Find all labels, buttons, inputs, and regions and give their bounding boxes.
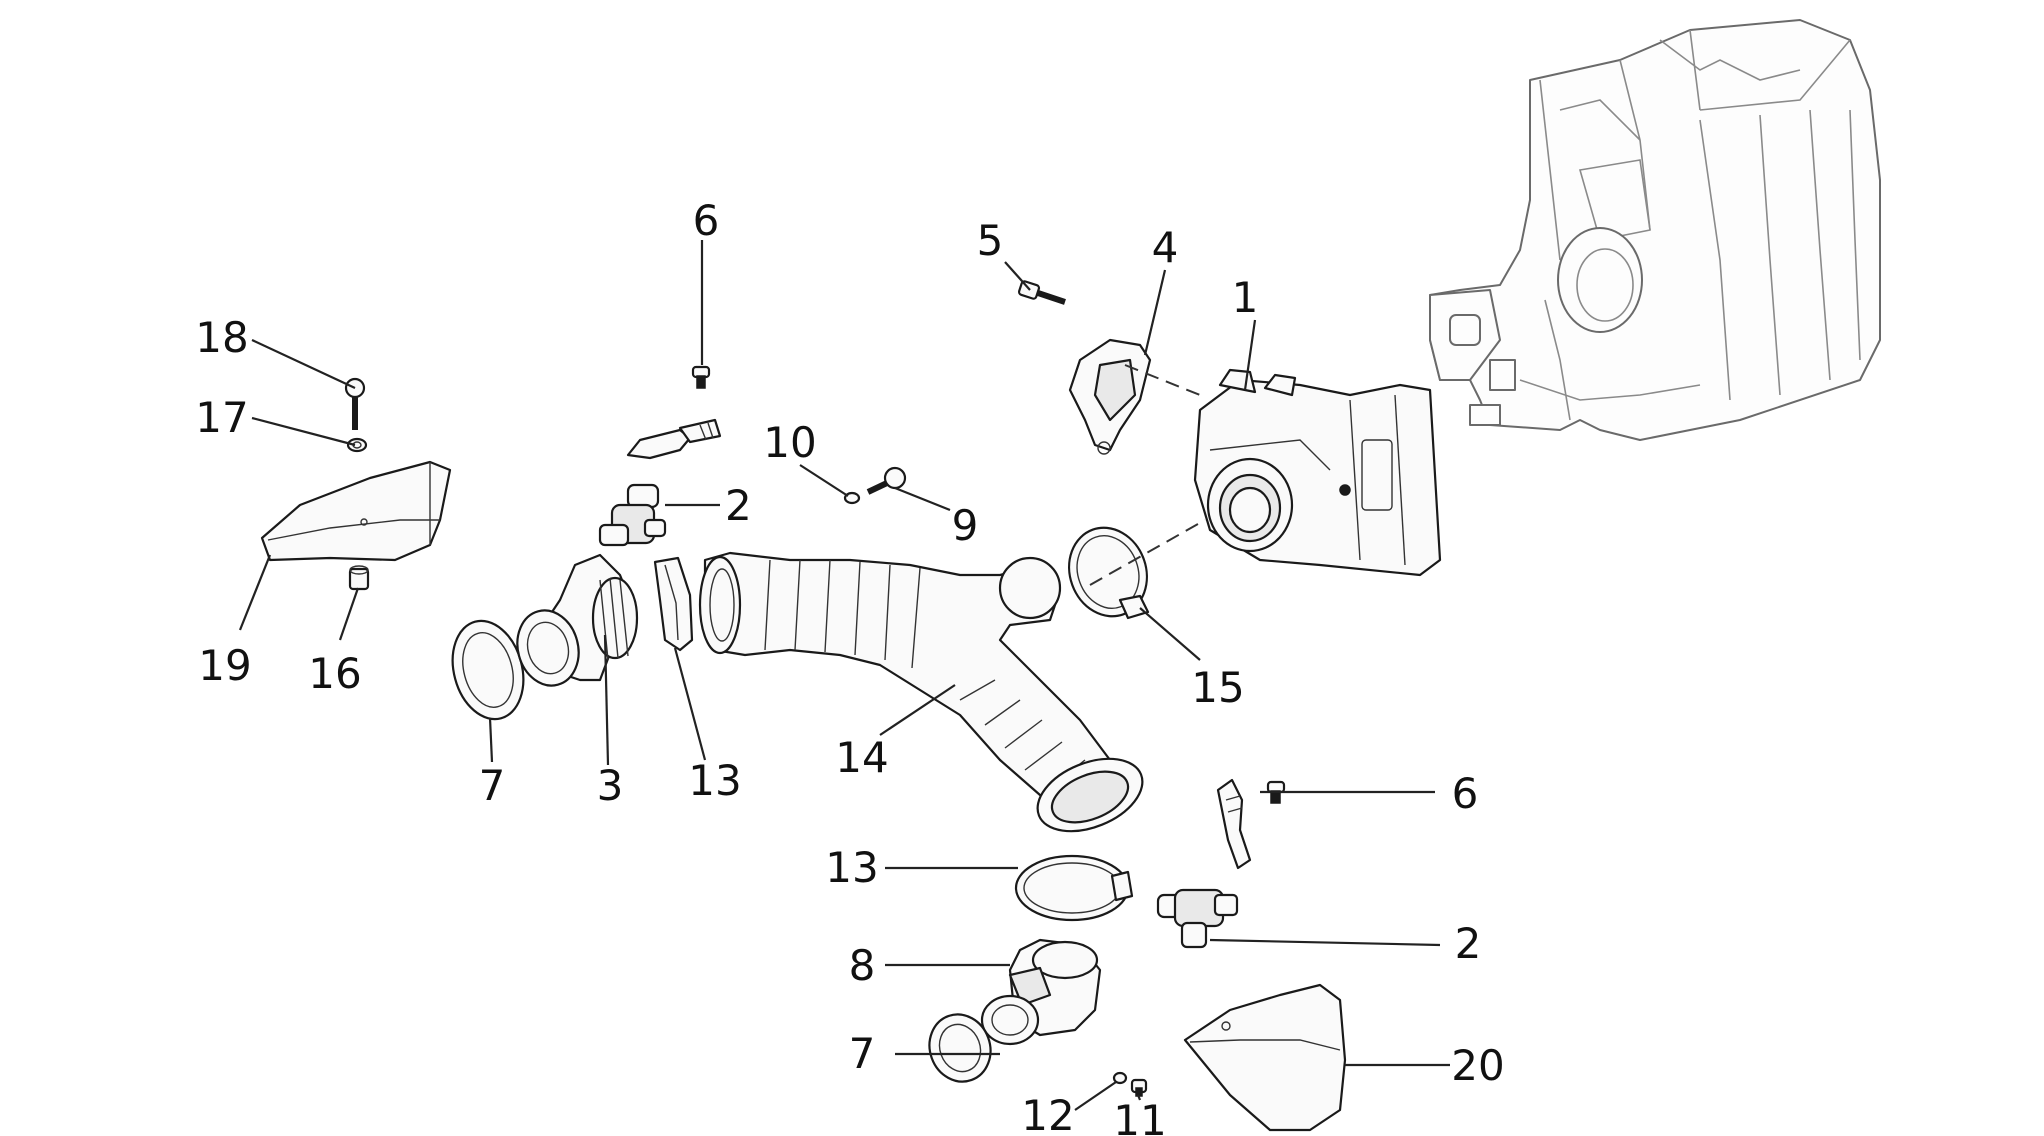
callout-5: 5 [977,216,1004,265]
callout-4: 4 [1152,223,1179,272]
spacer-part-16 [348,565,370,591]
screw-part-18 [344,377,366,430]
callout-7-left: 7 [479,761,506,810]
screw-part-11 [1130,1078,1148,1097]
screw-part-9 [866,466,907,495]
cover-part-20 [1183,983,1347,1132]
y-hose-part-14 [698,551,1144,833]
callout-1: 1 [1232,273,1259,322]
throttle-body-part [1193,368,1442,577]
callout-19: 19 [198,641,251,690]
callout-11: 11 [1113,1096,1166,1136]
callout-3: 3 [597,761,624,810]
callout-2-top: 2 [725,481,752,530]
callout-2-lower: 2 [1455,919,1482,968]
callout-labels: 1 2 3 4 5 6 6 7 7 8 9 10 11 12 13 13 14 … [195,196,1504,1136]
injector-connector-lower [1216,778,1252,870]
cover-part-19 [260,460,452,562]
callout-10: 10 [763,418,816,467]
band-part-13-lower [1014,854,1134,922]
callout-15: 15 [1191,663,1244,712]
callout-13-left: 13 [688,756,741,805]
callout-6-lower: 6 [1452,769,1479,818]
leader-lines [238,240,1450,1111]
manifold-part-3 [516,553,639,687]
washer-part-10 [843,491,861,505]
washer-part-12 [1112,1071,1128,1085]
callout-6-top: 6 [693,196,720,245]
callout-13-lower: 13 [825,843,878,892]
manifold-part-8 [980,938,1102,1046]
callout-8: 8 [849,941,876,990]
band-part-13-left [653,556,694,652]
clamp-part-15 [1068,526,1150,620]
injector-part-2-lower [1156,888,1239,949]
sensor-bracket-part [1068,338,1152,455]
callout-17: 17 [195,393,248,442]
callout-12: 12 [1021,1091,1074,1136]
engine-block-drawing [1429,19,1881,441]
callout-20: 20 [1451,1041,1504,1090]
callout-16: 16 [308,649,361,698]
injector-part-2-top [598,483,667,547]
callout-14: 14 [835,733,888,782]
assembly-axis-middle [1089,519,1206,586]
screw-part-6-top [691,365,711,389]
callout-9: 9 [952,501,979,550]
callout-7-lower: 7 [849,1029,876,1078]
injector-connector-top [626,418,722,460]
callout-18: 18 [195,313,248,362]
assembly-axis-upper [1124,364,1201,396]
